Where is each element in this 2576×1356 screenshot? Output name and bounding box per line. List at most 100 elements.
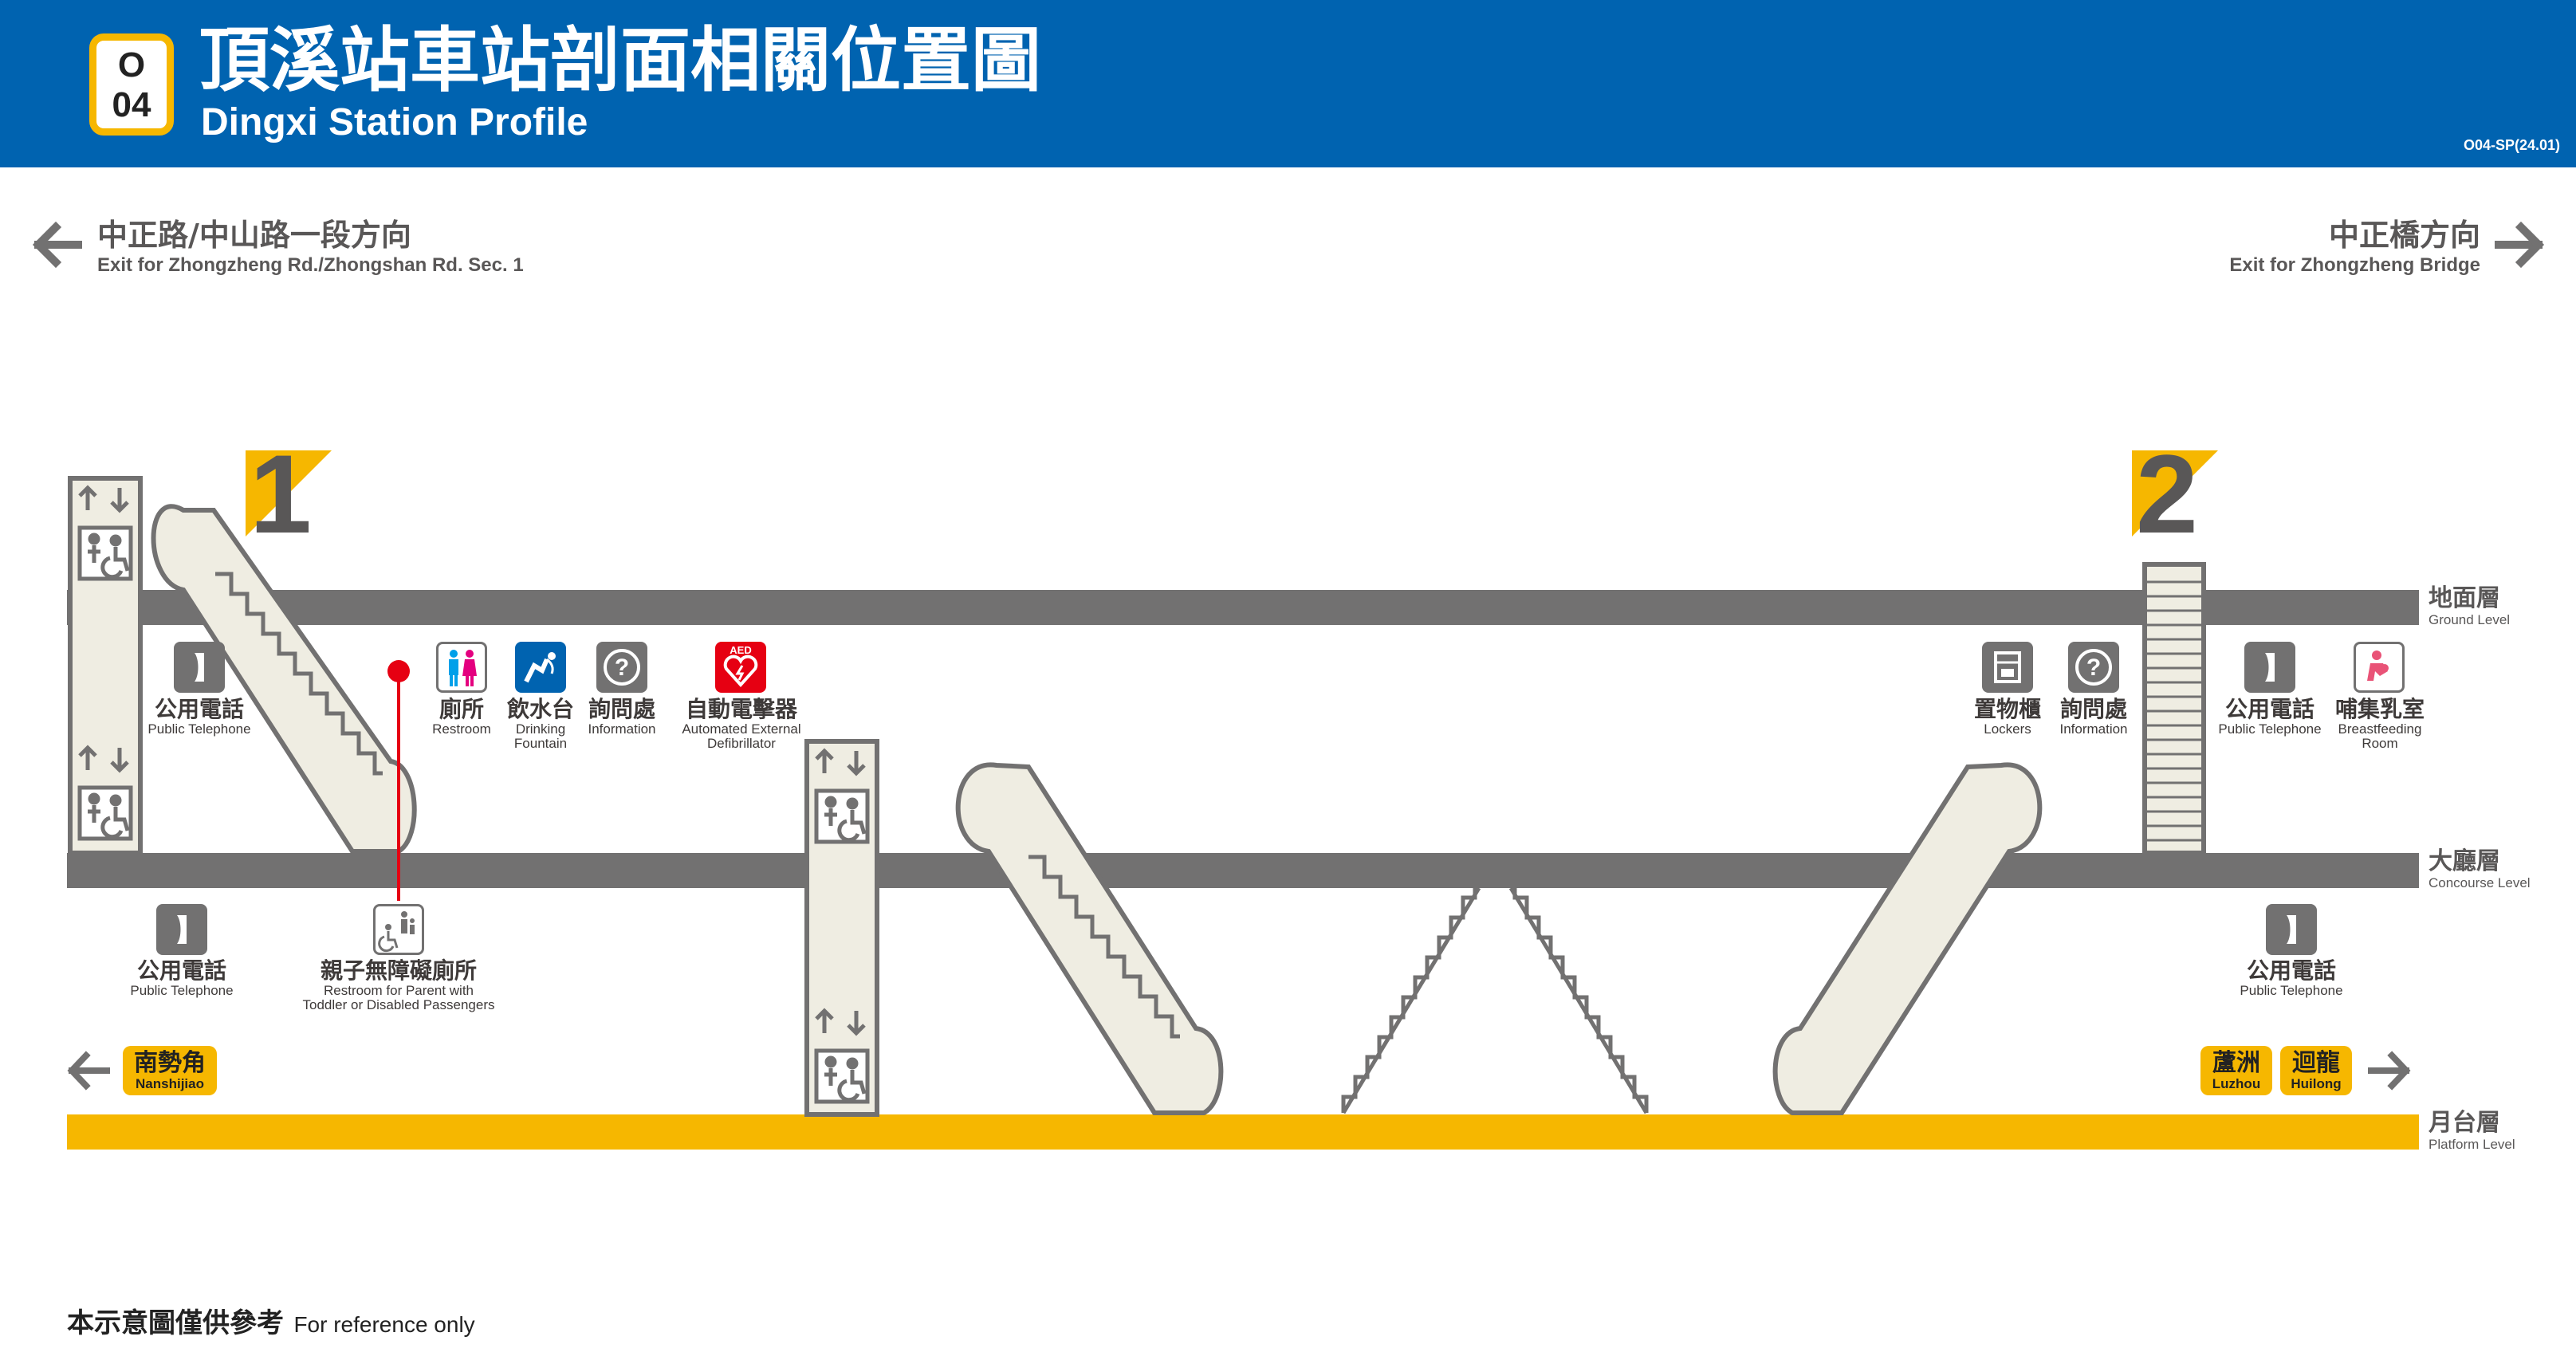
- facility-label-en: Information: [2059, 721, 2128, 737]
- level-platform-en: Platform Level: [2429, 1137, 2515, 1152]
- svg-text:?: ?: [615, 654, 629, 681]
- elevator-icon: [77, 485, 133, 581]
- direction-right: 中正橋方向 Exit for Zhongzheng Bridge: [2229, 217, 2480, 277]
- level-concourse: 大廳層 Concourse Level: [2429, 848, 2531, 891]
- exit-2-number: 2: [2136, 431, 2198, 556]
- elevator-icon: [77, 745, 133, 841]
- level-platform-zh: 月台層: [2429, 1109, 2500, 1137]
- facility-label: 公用電話: [2224, 696, 2314, 722]
- destination-right-2-en: Huilong: [2291, 1076, 2342, 1091]
- level-ground: 地面層 Ground Level: [2429, 585, 2510, 628]
- level-concourse-zh: 大廳層: [2429, 847, 2500, 875]
- page-title: 頂溪站車站剖面相關位置圖: [199, 19, 1042, 101]
- facility-label-en: Drinking: [515, 721, 566, 737]
- destination-right-2: 迴龍 Huilong: [2280, 1046, 2352, 1095]
- ground-level-slab: [67, 590, 2419, 625]
- information-icon: ?: [596, 642, 647, 693]
- destination-left-en: Nanshijiao: [136, 1076, 204, 1091]
- direction-left-zh: 中正路/中山路一段方向: [97, 218, 411, 253]
- facility-telephone-concourse-left: 公用電話 Public Telephone: [118, 958, 246, 998]
- aed-icon-text: AED: [730, 644, 751, 656]
- direction-right-en: Exit for Zhongzheng Bridge: [2229, 254, 2480, 276]
- facility-label: 親子無障礙廁所: [320, 957, 477, 984]
- doc-code: O04-SP(24.01): [2463, 137, 2560, 153]
- facility-label: 廁所: [439, 696, 484, 722]
- telephone-icon: [156, 904, 207, 955]
- level-platform: 月台層 Platform Level: [2429, 1110, 2515, 1153]
- facility-label-en: Fountain: [513, 736, 568, 751]
- restroom-icon: [436, 642, 487, 693]
- arrow-left-icon: [32, 221, 82, 269]
- exit-1-marker: 1: [246, 431, 332, 556]
- facility-label-en: Defibrillator: [707, 736, 776, 751]
- telephone-icon: [174, 642, 225, 693]
- locker-icon: [1982, 642, 2033, 693]
- facility-restroom: 廁所 Restroom: [414, 697, 509, 737]
- arrow-left-icon: [67, 1051, 110, 1091]
- facility-label-en: Breastfeeding: [2338, 721, 2422, 737]
- concourse-level-slab: [67, 853, 2419, 888]
- facility-information-right: 詢問處 Information: [2038, 697, 2149, 737]
- reference-note-zh: 本示意圖僅供參考: [67, 1307, 284, 1339]
- facility-aed: 自動電擊器 Automated External Defibrillator: [670, 697, 813, 751]
- aed-icon: AED: [715, 642, 766, 693]
- drinking-fountain-icon: [515, 642, 566, 693]
- stairs-icon: [1341, 886, 1649, 1114]
- platform-level-slab: [67, 1114, 2419, 1150]
- line-code-number: 04: [112, 85, 151, 124]
- reference-note: 本示意圖僅供參考 For reference only: [67, 1301, 475, 1340]
- arrow-right-icon: [2495, 221, 2545, 269]
- facility-label: 飲水台: [506, 696, 574, 722]
- direction-right-zh: 中正橋方向: [2328, 218, 2480, 253]
- destination-left: 南勢角 Nanshijiao: [123, 1046, 217, 1095]
- facility-label-en: Lockers: [1984, 721, 2031, 737]
- facility-drinking-fountain: 飲水台 Drinking Fountain: [485, 697, 596, 751]
- telephone-icon: [2244, 642, 2295, 693]
- facility-telephone-ground-right: 公用電話 Public Telephone: [2206, 697, 2334, 737]
- facility-label: 哺集乳室: [2334, 696, 2425, 722]
- facility-label: 自動電擊器: [685, 696, 797, 722]
- svg-text:?: ?: [2086, 654, 2101, 681]
- destination-right-1: 蘆洲 Luzhou: [2200, 1046, 2272, 1095]
- level-concourse-en: Concourse Level: [2429, 875, 2531, 890]
- facility-label: 詢問處: [2059, 696, 2127, 722]
- elevator-icon: [814, 748, 870, 844]
- page-subtitle: Dingxi Station Profile: [201, 101, 588, 143]
- facility-label: 公用電話: [2246, 957, 2336, 984]
- telephone-icon: [2266, 904, 2317, 955]
- elevator-icon: [814, 1008, 870, 1104]
- elevator-shaft-left: [68, 476, 143, 855]
- facility-label-en: Automated External: [682, 721, 801, 737]
- family-restroom-icon: [373, 904, 424, 955]
- exit-2-marker: 2: [2132, 431, 2218, 556]
- facility-label: 公用電話: [136, 957, 226, 984]
- elevator-shaft-center: [804, 739, 879, 1117]
- facility-label-en: Public Telephone: [147, 721, 251, 737]
- facility-breastfeeding: 哺集乳室 Breastfeeding Room: [2320, 697, 2440, 751]
- facility-label: 置物櫃: [1973, 696, 2041, 722]
- exit-1-number: 1: [250, 431, 312, 556]
- direction-left-en: Exit for Zhongzheng Rd./Zhongshan Rd. Se…: [97, 254, 524, 276]
- facility-label-en: Toddler or Disabled Passengers: [302, 997, 495, 1012]
- facility-label: 公用電話: [154, 696, 244, 722]
- facility-label: 詢問處: [588, 696, 655, 722]
- arrow-right-icon: [2368, 1051, 2411, 1091]
- breastfeeding-icon: [2354, 642, 2405, 693]
- facility-family-restroom: 親子無障礙廁所 Restroom for Parent with Toddler…: [287, 958, 510, 1012]
- header-bar: O 04 頂溪站車站剖面相關位置圖 Dingxi Station Profile…: [0, 0, 2576, 167]
- escalator-platform-left: [955, 762, 1224, 1115]
- escalator-platform-right: [1772, 762, 2043, 1115]
- line-code-letter: O: [117, 45, 146, 85]
- facility-label-en: Public Telephone: [2240, 983, 2343, 998]
- level-ground-en: Ground Level: [2429, 612, 2511, 627]
- destination-right-1-en: Luzhou: [2212, 1076, 2261, 1091]
- escalator-exit-1: [151, 504, 417, 854]
- facility-telephone-concourse-right: 公用電話 Public Telephone: [2228, 958, 2355, 998]
- level-ground-zh: 地面層: [2429, 584, 2500, 612]
- facility-label-en: Restroom for Parent with: [323, 983, 474, 998]
- stairs-exit-2: [2142, 562, 2206, 855]
- facility-label-en: Information: [588, 721, 656, 737]
- direction-left: 中正路/中山路一段方向 Exit for Zhongzheng Rd./Zhon…: [97, 217, 524, 277]
- reference-note-en: For reference only: [293, 1312, 475, 1337]
